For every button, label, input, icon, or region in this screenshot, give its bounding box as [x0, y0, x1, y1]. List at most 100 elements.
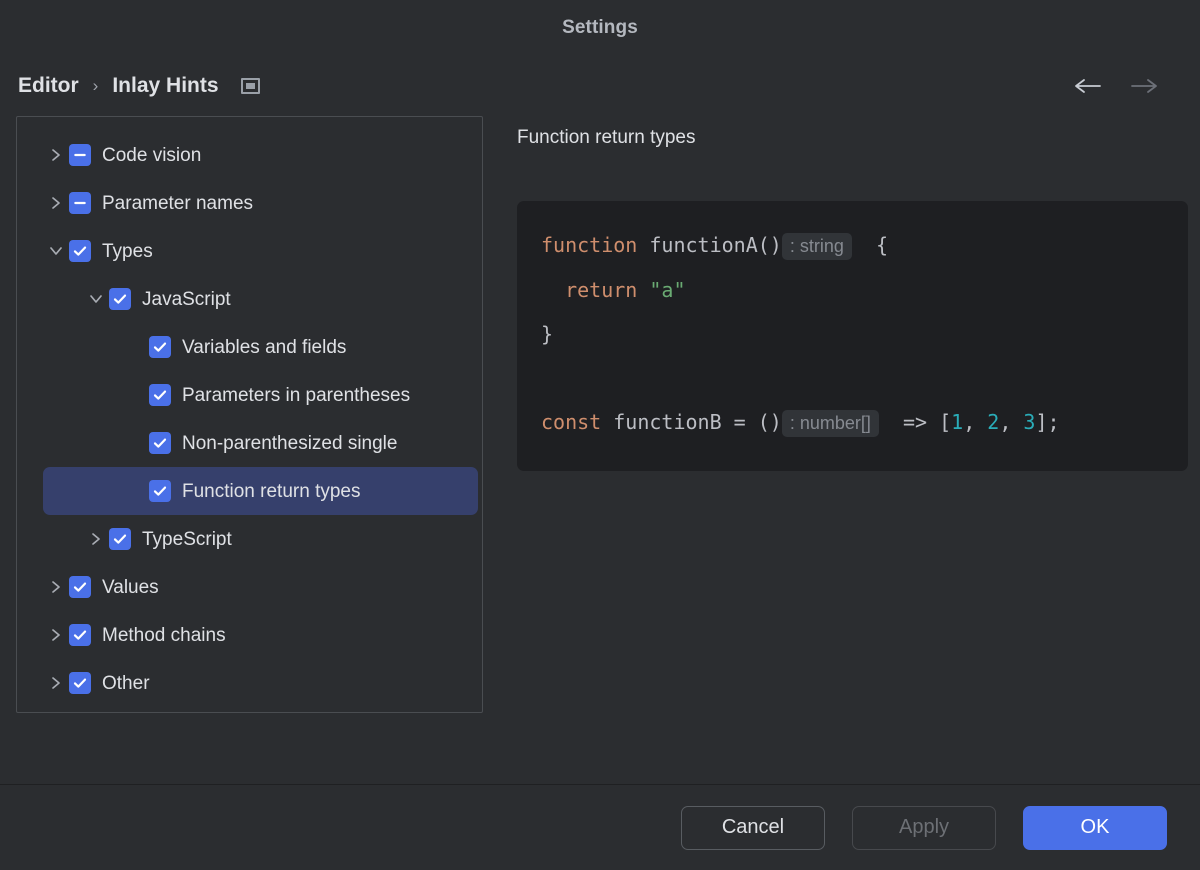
code-keyword-const: const — [541, 410, 602, 434]
code-number-1: 1 — [951, 410, 964, 434]
window-title: Settings — [562, 17, 638, 38]
tree-item-label: Values — [102, 576, 159, 598]
tree-item-code-vision[interactable]: Code vision — [17, 131, 482, 179]
tree-item-label: Variables and fields — [182, 336, 347, 358]
forward-button[interactable] — [1130, 71, 1160, 101]
tree-twisty-toggle[interactable] — [43, 676, 69, 690]
window-titlebar: Settings — [0, 0, 1200, 56]
tree-twisty-toggle[interactable] — [43, 196, 69, 210]
dash-icon — [74, 201, 86, 205]
checkmark-icon — [73, 246, 87, 256]
code-brace-close: } — [541, 322, 554, 346]
chevron-right-icon — [52, 149, 60, 161]
code-number-3: 3 — [1023, 410, 1036, 434]
checkmark-icon — [73, 678, 87, 688]
breadcrumb-current: Inlay Hints — [112, 74, 219, 97]
tree-item-method-chains[interactable]: Method chains — [17, 611, 482, 659]
tree-item-types[interactable]: Types — [17, 227, 482, 275]
dash-icon — [74, 153, 86, 157]
tree-checkbox[interactable] — [69, 624, 91, 646]
tree-checkbox[interactable] — [109, 288, 131, 310]
detail-title: Function return types — [517, 127, 696, 148]
tree-checkbox[interactable] — [69, 576, 91, 598]
window-preview-icon[interactable] — [240, 78, 260, 94]
tree-twisty-toggle[interactable] — [43, 148, 69, 162]
breadcrumb-separator: › — [92, 76, 99, 95]
chevron-down-icon — [90, 295, 102, 303]
tree-twisty-toggle[interactable] — [43, 245, 69, 257]
breadcrumb-bar: Editor › Inlay Hints — [0, 56, 1200, 116]
tree-checkbox[interactable] — [109, 528, 131, 550]
code-preview[interactable]: function functionA(): string { return "a… — [517, 201, 1188, 471]
tree-item-label: Other — [102, 672, 150, 694]
tree-item-typescript[interactable]: TypeScript — [17, 515, 482, 563]
tree-item-label: Parameters in parentheses — [182, 384, 411, 406]
code-arrow-bracket: => [ — [878, 410, 952, 434]
tree-item-label: Types — [102, 240, 153, 262]
code-line-1: function functionA(): string { — [541, 223, 1170, 268]
tree-item-label: Code vision — [102, 144, 202, 166]
tree-item-other[interactable]: Other — [17, 659, 482, 707]
tree-item-function-return-types[interactable]: Function return types — [43, 467, 478, 515]
back-button[interactable] — [1072, 71, 1102, 101]
tree-twisty-toggle[interactable] — [83, 532, 109, 546]
code-identifier-functionA: functionA() — [649, 233, 782, 257]
tree-twisty-toggle[interactable] — [83, 293, 109, 305]
tree-item-values[interactable]: Values — [17, 563, 482, 611]
inlay-hint-number-array[interactable]: : number[] — [781, 410, 879, 437]
checkmark-icon — [153, 486, 167, 496]
code-keyword-return: return — [565, 278, 638, 302]
tree-item-label: JavaScript — [142, 288, 231, 310]
code-number-2: 2 — [987, 410, 1000, 434]
checkmark-icon — [153, 390, 167, 400]
breadcrumb-root[interactable]: Editor — [18, 74, 79, 97]
code-comma-2: , — [999, 410, 1024, 434]
dialog-footer: Cancel Apply OK — [0, 785, 1200, 870]
ok-button[interactable]: OK — [1023, 805, 1167, 850]
tree-item-label: Function return types — [182, 480, 361, 502]
tree-checkbox[interactable] — [149, 336, 171, 358]
tree-item-label: TypeScript — [142, 528, 232, 550]
tree-item-variables-and-fields[interactable]: Variables and fields — [17, 323, 482, 371]
checkmark-icon — [113, 534, 127, 544]
code-identifier-functionB: functionB = () — [613, 410, 782, 434]
code-keyword-function: function — [541, 233, 638, 257]
footer-separator — [0, 784, 1200, 785]
tree-item-label: Parameter names — [102, 192, 254, 214]
checkmark-icon — [153, 342, 167, 352]
tree-item-label: Method chains — [102, 624, 226, 646]
tree-item-parameter-names[interactable]: Parameter names — [17, 179, 482, 227]
tree-checkbox[interactable] — [69, 672, 91, 694]
detail-pane: Function return types function functionA… — [483, 116, 1200, 746]
tree-checkbox[interactable] — [149, 432, 171, 454]
chevron-right-icon — [92, 533, 100, 545]
chevron-right-icon — [52, 197, 60, 209]
chevron-right-icon — [52, 581, 60, 593]
arrow-left-icon — [1075, 79, 1101, 93]
tree-checkbox[interactable] — [69, 240, 91, 262]
inlay-hint-string[interactable]: : string — [781, 233, 852, 260]
code-line-2: return "a" — [541, 268, 1170, 312]
tree-twisty-toggle[interactable] — [43, 580, 69, 594]
tree-checkbox[interactable] — [149, 384, 171, 406]
cancel-button[interactable]: Cancel — [681, 805, 825, 850]
tree-checkbox[interactable] — [69, 192, 91, 214]
tree-item-parameters-in-parentheses[interactable]: Parameters in parentheses — [17, 371, 482, 419]
tree-item-non-parenthesized-single[interactable]: Non-parenthesized single — [17, 419, 482, 467]
code-brace-open: { — [851, 233, 888, 257]
chevron-right-icon — [52, 629, 60, 641]
tree-checkbox[interactable] — [69, 144, 91, 166]
code-space-2 — [637, 278, 649, 302]
tree-item-javascript[interactable]: JavaScript — [17, 275, 482, 323]
code-blank-line — [541, 356, 1170, 400]
tree-twisty-toggle[interactable] — [43, 628, 69, 642]
code-array-close: ]; — [1035, 410, 1060, 434]
apply-button: Apply — [852, 805, 996, 850]
code-indent-2 — [541, 278, 565, 302]
code-line-3: } — [541, 312, 1170, 356]
code-space-1 — [637, 233, 649, 257]
tree-checkbox[interactable] — [149, 480, 171, 502]
chevron-right-icon — [52, 677, 60, 689]
